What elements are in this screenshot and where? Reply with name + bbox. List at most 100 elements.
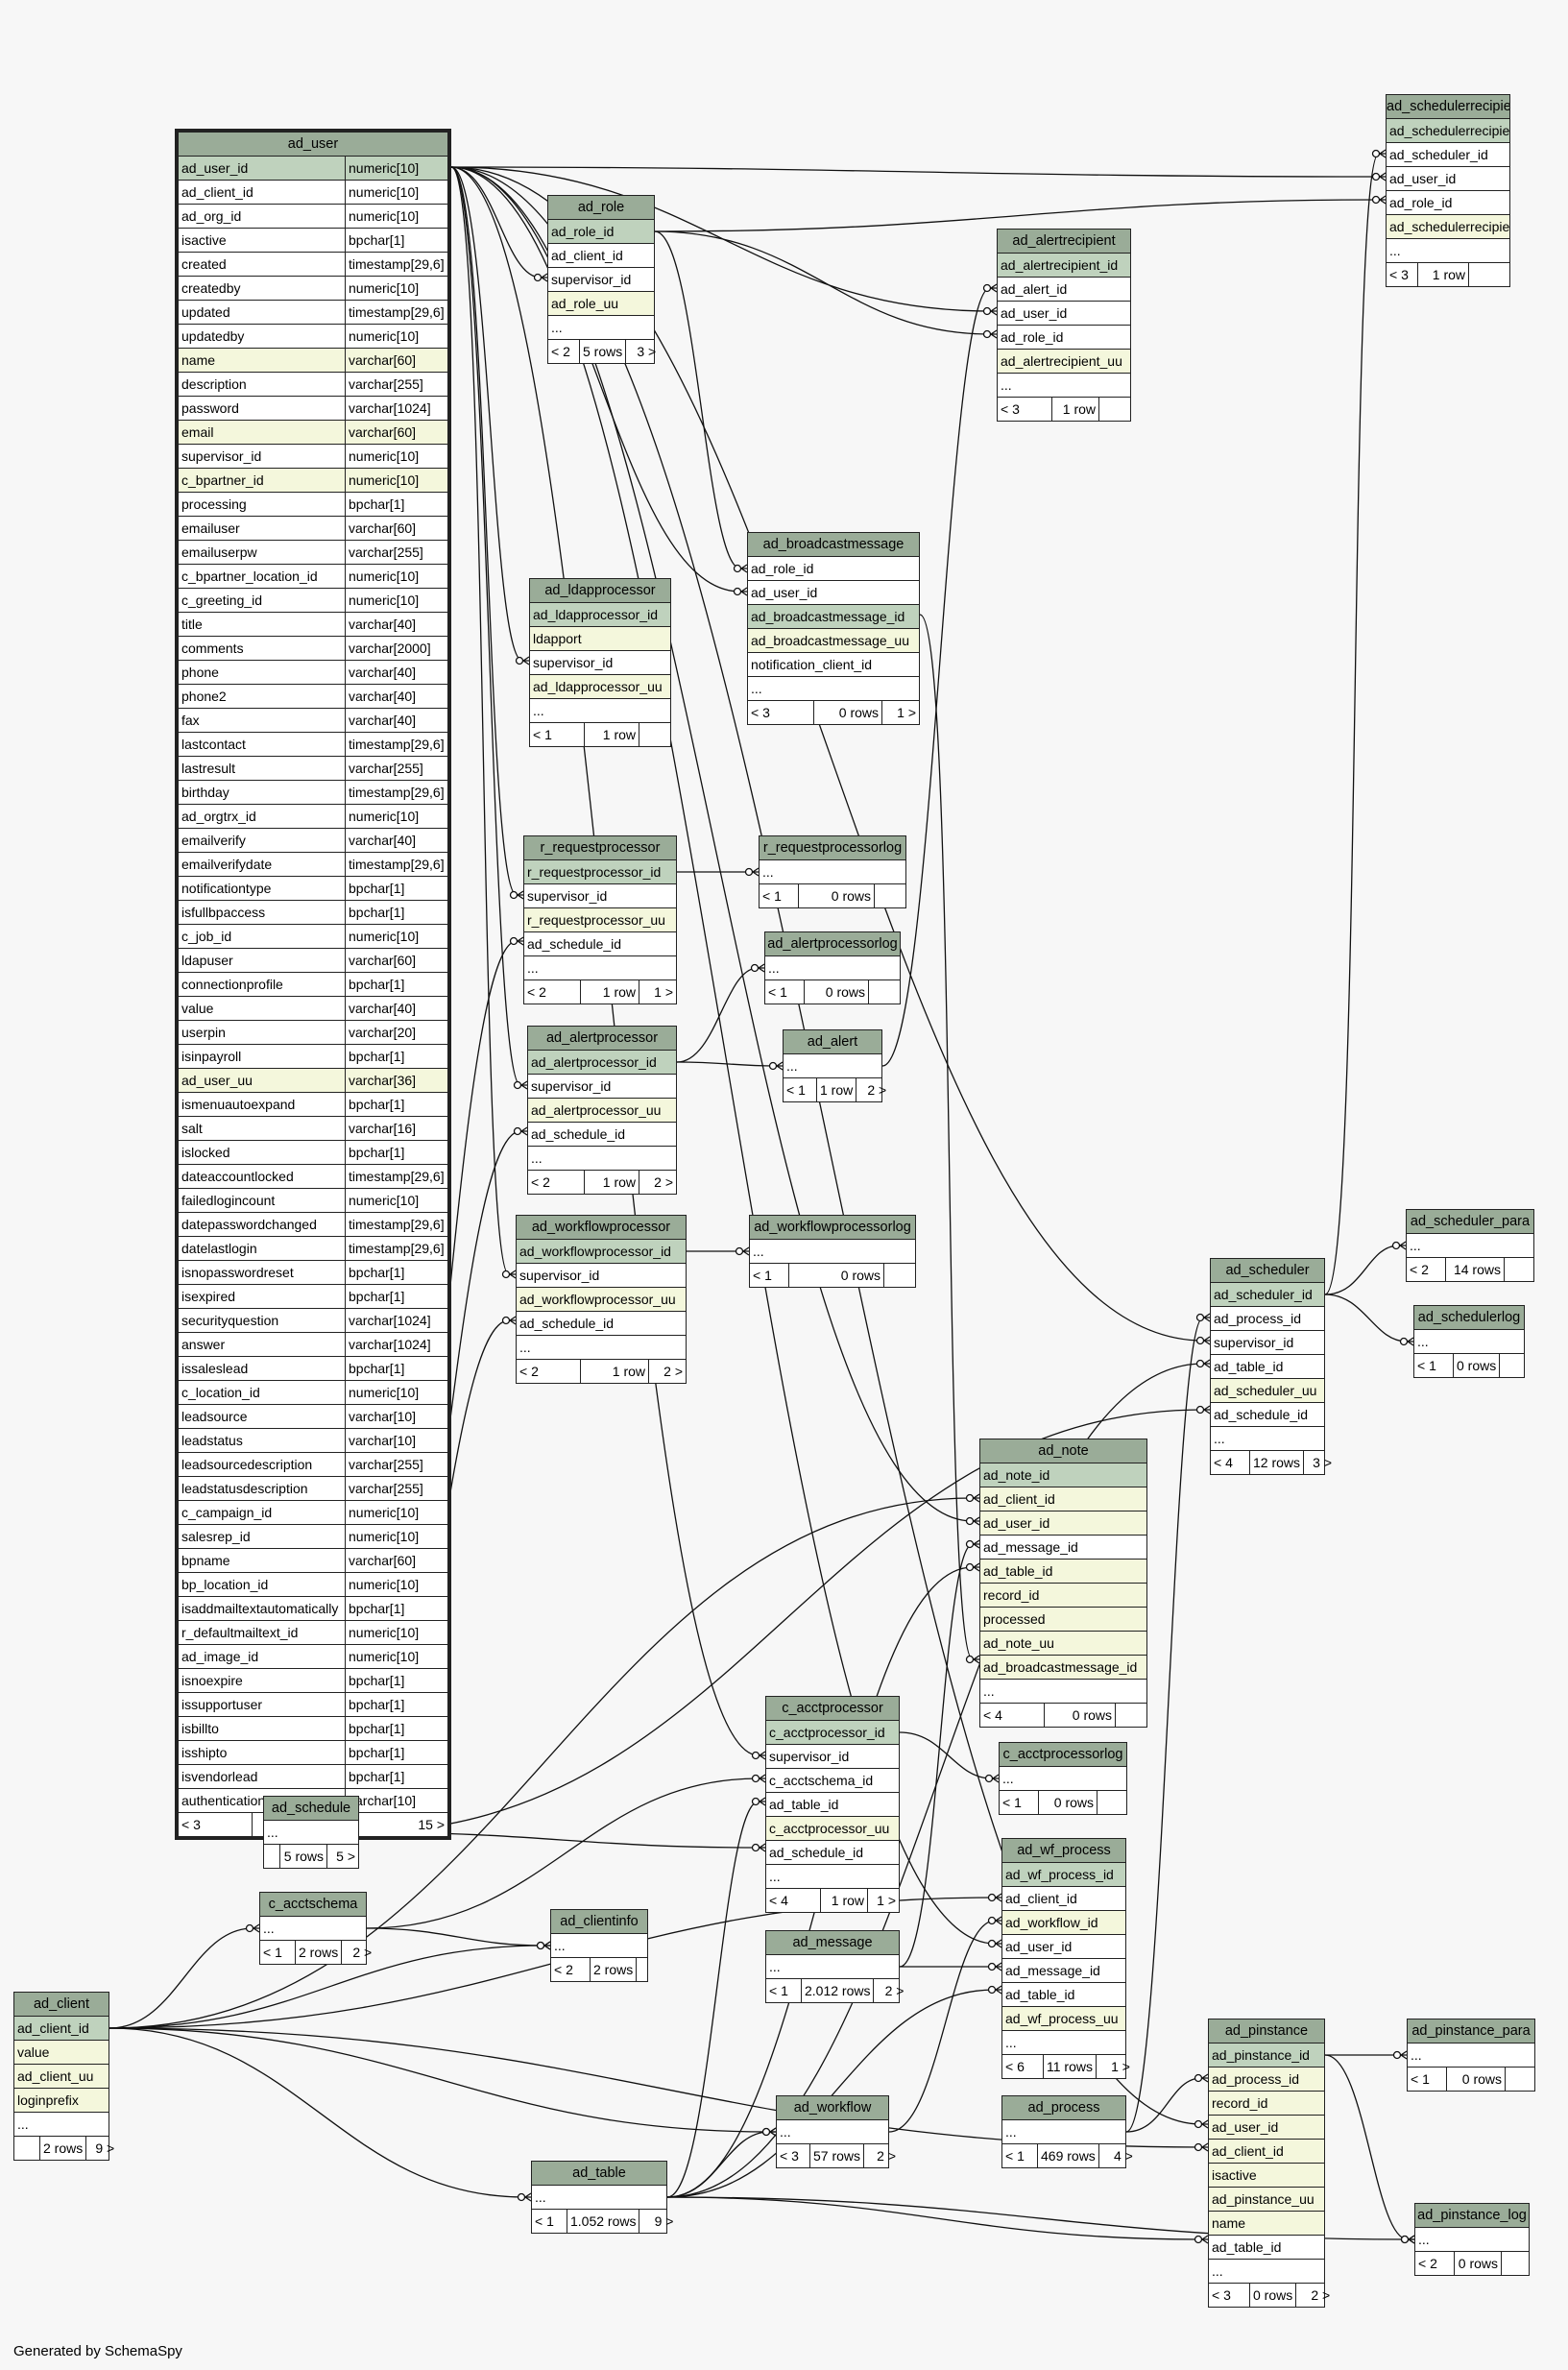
parents-link[interactable]: < 1	[1408, 2068, 1447, 2091]
parents-link[interactable]: < 1	[532, 2210, 567, 2233]
children-link[interactable]: 1 >	[877, 1893, 896, 1908]
parents-link[interactable]: < 2	[1407, 1258, 1446, 1281]
parents-link[interactable]: < 1	[1414, 1354, 1454, 1377]
children-link[interactable]: 2 >	[654, 1174, 673, 1190]
parents-link[interactable]: < 4	[980, 1704, 1045, 1727]
children-link[interactable]: 5 >	[336, 1849, 355, 1864]
parents-link[interactable]: < 4	[1211, 1451, 1250, 1474]
children-link[interactable]: 15 >	[418, 1817, 445, 1832]
parents-link[interactable]: < 1	[1002, 2144, 1038, 2167]
zero-cardinality-marker	[965, 1562, 975, 1572]
parents-link[interactable]: < 2	[517, 1360, 581, 1383]
children-link[interactable]	[875, 884, 905, 907]
parents-link[interactable]	[264, 1845, 280, 1868]
children-link[interactable]	[884, 1264, 915, 1287]
parents-link[interactable]: < 6	[1002, 2055, 1044, 2078]
parents-link[interactable]: < 1	[260, 1941, 296, 1964]
parents-link[interactable]: < 1	[766, 1979, 802, 2002]
children-link[interactable]: 2 >	[352, 1945, 373, 1960]
column-name: ad_client_id	[179, 181, 346, 204]
children-link[interactable]: 2 >	[1311, 2287, 1331, 2303]
parents-link[interactable]: < 2	[524, 980, 581, 1004]
children-link[interactable]: 9 >	[654, 2213, 674, 2229]
children-link[interactable]	[869, 980, 900, 1004]
children-link[interactable]: 3 >	[637, 344, 657, 359]
children-link[interactable]	[639, 723, 670, 746]
children-link[interactable]: 1 >	[1111, 2059, 1130, 2074]
children-link[interactable]	[1500, 1354, 1529, 1377]
children-link[interactable]: 1 >	[897, 705, 916, 720]
column-type: varchar[60]	[349, 1553, 417, 1568]
children-link[interactable]	[1469, 263, 1509, 286]
parents-link[interactable]: < 3	[748, 701, 814, 724]
children-link[interactable]	[1098, 1791, 1126, 1814]
children-link[interactable]	[637, 1958, 656, 1981]
parents-link[interactable]: < 2	[551, 1958, 591, 1981]
children-link[interactable]: 2 >	[884, 1983, 905, 1998]
children-link[interactable]: 3 >	[1313, 1455, 1333, 1470]
parents-link[interactable]	[14, 2137, 40, 2160]
parents-link[interactable]: < 4	[766, 1889, 821, 1912]
parents-link[interactable]: < 1	[760, 884, 799, 907]
children-link[interactable]: 2 >	[867, 1082, 887, 1098]
parents-link[interactable]: < 2	[548, 340, 580, 363]
children-link[interactable]	[1505, 1258, 1533, 1281]
parents-link[interactable]: < 3	[998, 398, 1052, 421]
children-link[interactable]	[1099, 398, 1130, 421]
children-link[interactable]	[1116, 1704, 1146, 1727]
parents-link[interactable]: < 1	[784, 1078, 817, 1101]
children-link[interactable]: 9 >	[95, 2140, 115, 2156]
zero-cardinality-marker	[982, 283, 992, 293]
children-link[interactable]	[1502, 2252, 1529, 2275]
parents-link[interactable]: < 1	[530, 723, 585, 746]
parents-link[interactable]: < 1	[765, 980, 805, 1004]
parents-link[interactable]: < 3	[1209, 2284, 1250, 2307]
column-name: notification_client_id	[751, 657, 873, 672]
parents-link[interactable]: < 3	[179, 1813, 253, 1836]
children-link[interactable]: 2 >	[877, 2148, 897, 2164]
parents-link[interactable]: < 3	[1387, 263, 1418, 286]
parents-link[interactable]: < 2	[1415, 2252, 1455, 2275]
parents-link[interactable]: < 2	[528, 1171, 585, 1194]
children-link[interactable]: 4 >	[1113, 2148, 1133, 2164]
parents-link[interactable]: < 3	[777, 2144, 810, 2167]
children-link[interactable]	[1506, 2068, 1534, 2091]
children-link[interactable]: 1 >	[654, 984, 673, 1000]
parents-link[interactable]: < 1	[750, 1264, 789, 1287]
parents-link[interactable]: < 1	[1000, 1791, 1039, 1814]
children-link[interactable]: 2 >	[663, 1364, 683, 1379]
